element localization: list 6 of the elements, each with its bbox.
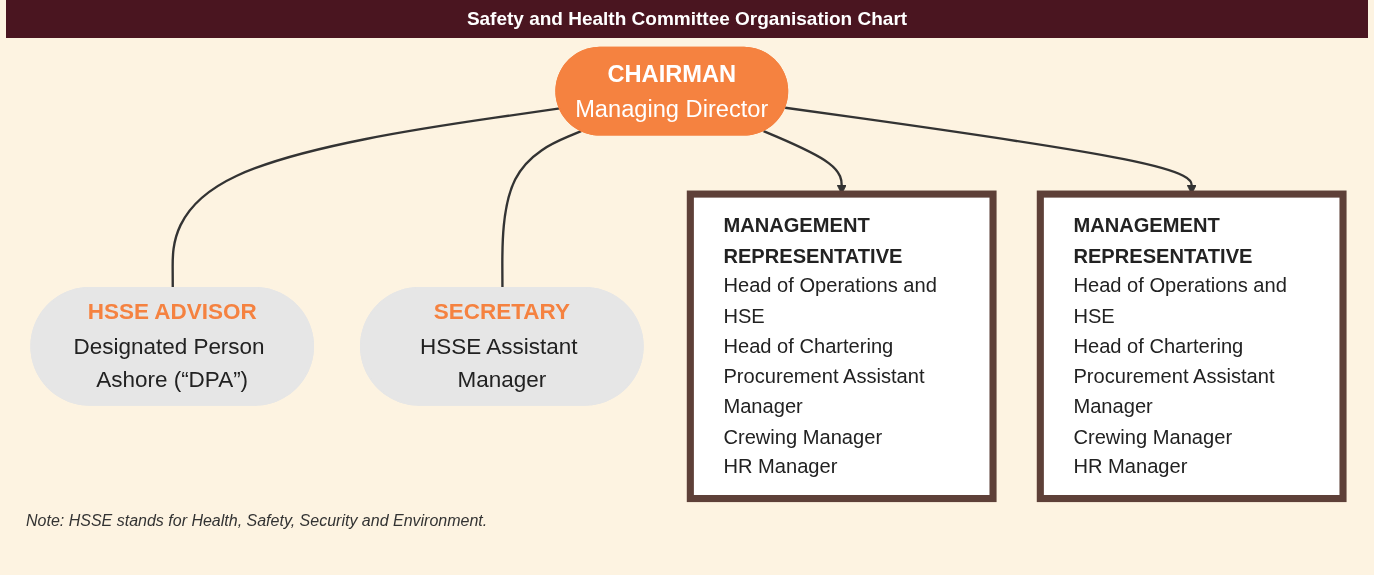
connector <box>171 107 560 289</box>
node-box: MANAGEMENT REPRESENTATIVE Head of Operations and HSE Head of Chartering Procurement Assistant Manager Crewing Manager HR Manager <box>686 190 997 503</box>
connector <box>501 130 582 289</box>
chart-title: Safety and Health Committee Organisation Chart <box>6 0 1368 38</box>
note: Note: HSSE stands for Health, Safety, Security and Environment. <box>25 511 489 531</box>
node-box: MANAGEMENT REPRESENTATIVE Head of Operations and HSE Head of Chartering Procurement Assistant Manager Crewing Manager HR Manager <box>1036 190 1347 503</box>
